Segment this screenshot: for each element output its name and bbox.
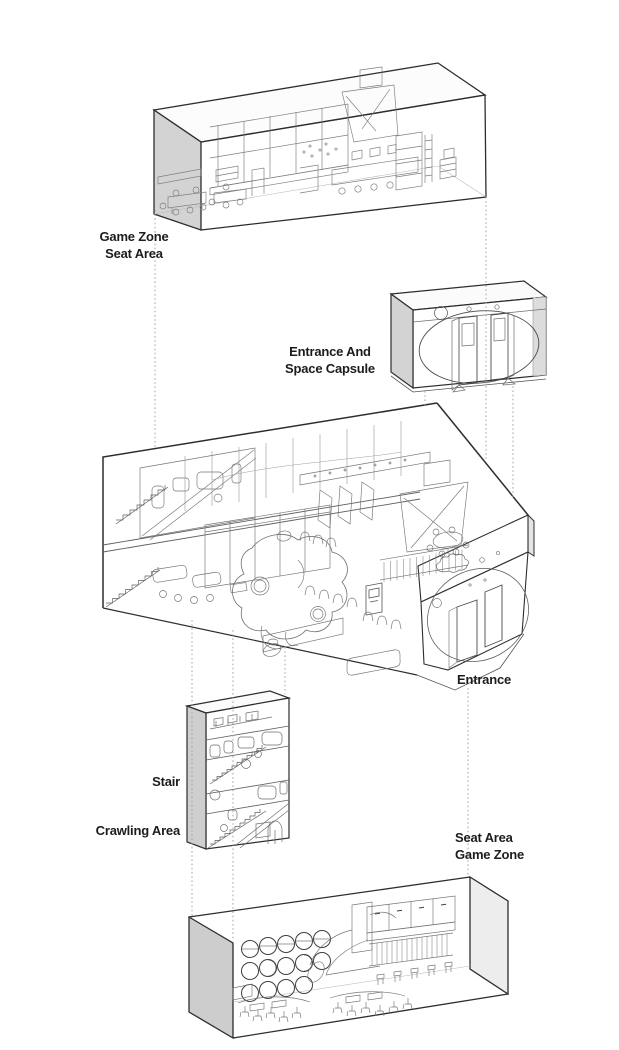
label-line: Space Capsule [285,361,375,376]
upper-level-interior [157,66,457,216]
projection-guide-lines [154,197,514,941]
box-main-assembly [102,402,535,691]
label-line: Seat Area [105,246,163,261]
lower-level-interior [232,895,456,1023]
label-line: Seat Area [455,830,513,845]
label-line: Crawling Area [95,823,181,838]
capsule-interior [412,304,547,393]
label-line: Game Zone [99,229,169,244]
label-crawling-area: Crawling Area [86,822,181,839]
label-line: Entrance And [289,344,371,359]
box-upper-level [152,62,487,231]
label-game-zone-seat-area: Game Zone Seat Area [90,228,178,262]
label-entrance-and-space-capsule: Entrance And Space Capsule [280,343,380,377]
box-entrance-capsule [389,280,548,393]
label-line: Entrance [456,672,512,687]
box-lower-level [188,875,509,1040]
label-seat-area-game-zone: Seat Area Game Zone [455,829,535,863]
box-stair-crawling [184,690,292,850]
label-line: Game Zone [455,847,524,862]
main-assembly-interior [102,421,529,676]
label-entrance: Entrance [452,671,516,688]
stair-box-interior [205,710,290,849]
label-line: Stair [152,774,180,789]
label-stair: Stair [110,773,180,790]
